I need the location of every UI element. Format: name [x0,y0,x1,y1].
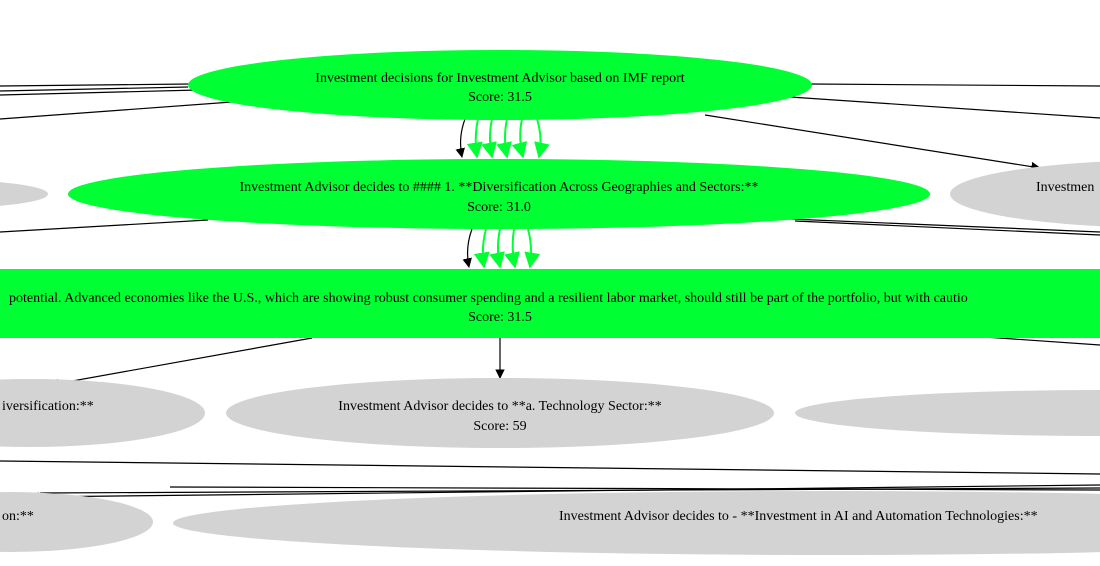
node-level2-main-title: potential. Advanced economies like the U… [9,291,968,306]
green-edge-root-2 [481,118,497,159]
edge-root-left-1 [0,83,191,87]
node-level3-left[interactable]: iversification:** [0,379,205,447]
node-level3-center[interactable]: Investment Advisor decides to **a. Techn… [226,378,774,448]
node-level4-left[interactable]: on:** [0,492,153,552]
node-level4-center-title: Investment Advisor decides to - **Invest… [559,509,1038,524]
green-edge-root-5 [534,118,550,159]
edge-level1-to-level2 [462,228,473,268]
edge-root-to-level1-main [455,118,466,158]
node-level3-right[interactable] [795,390,1100,436]
node-level3-left-shape [0,379,205,447]
node-level4-left-title: on:** [2,509,34,524]
node-level3-center-score: Score: 59 [473,419,526,434]
edge-root-left-4 [0,101,233,120]
node-level4-center[interactable]: Investment Advisor decides to - **Invest… [173,491,1100,555]
node-level1-right-shape [950,161,1100,227]
node-level4-left-shape [0,492,153,552]
edge-level2-to-level3-left [49,337,313,389]
node-level3-center-shape [226,378,774,448]
edge-cross-3 [169,486,1100,491]
edge-level1-right-out-2 [794,220,1100,236]
edge-level1-right-out-1 [789,218,1100,233]
edge-root-right-1 [809,83,1100,87]
node-level1-right[interactable]: Investmen [950,160,1100,228]
node-level1-right-title: Investmen [1036,180,1094,195]
highlighted-edges [466,118,550,269]
edge-root-left-3 [0,89,199,96]
green-edge-level1-2 [489,228,505,269]
edge-level1-left-out [0,219,209,233]
green-edge-root-4 [511,118,528,159]
edge-level3-right-out [0,460,1100,475]
node-level2-main-score: Score: 31.5 [468,310,532,325]
node-level2-main-shape [0,269,1100,338]
node-level1-left-shape [0,182,48,206]
node-level4-center-shape [173,491,1100,555]
node-level1-main[interactable]: Investment Advisor decides to #### 1. **… [68,159,930,229]
node-root-score: Score: 31.5 [468,90,532,105]
green-edge-level1-1 [473,228,490,269]
edges [0,83,1100,502]
edge-root-to-level1-right [704,114,1041,172]
node-level3-right-shape [795,390,1100,436]
green-edge-root-1 [466,118,483,159]
node-level1-main-title: Investment Advisor decides to #### 1. **… [239,180,758,195]
node-level3-center-title: Investment Advisor decides to **a. Techn… [338,399,661,414]
node-root-shape [188,50,812,120]
green-edge-level1-3 [504,228,520,269]
node-level1-main-shape [68,159,930,229]
node-root[interactable]: Investment decisions for Investment Advi… [188,50,812,120]
node-root-title: Investment decisions for Investment Advi… [315,71,684,86]
node-level1-left[interactable] [0,180,48,208]
node-level3-left-title: iversification:** [2,399,94,414]
green-edge-root-3 [496,118,512,159]
edge-root-left-2 [0,86,189,92]
green-edge-level1-4 [524,228,541,269]
edge-root-right-2 [789,96,1100,119]
node-level1-main-score: Score: 31.0 [467,200,531,215]
node-level2-main[interactable]: potential. Advanced economies like the U… [0,269,1100,338]
